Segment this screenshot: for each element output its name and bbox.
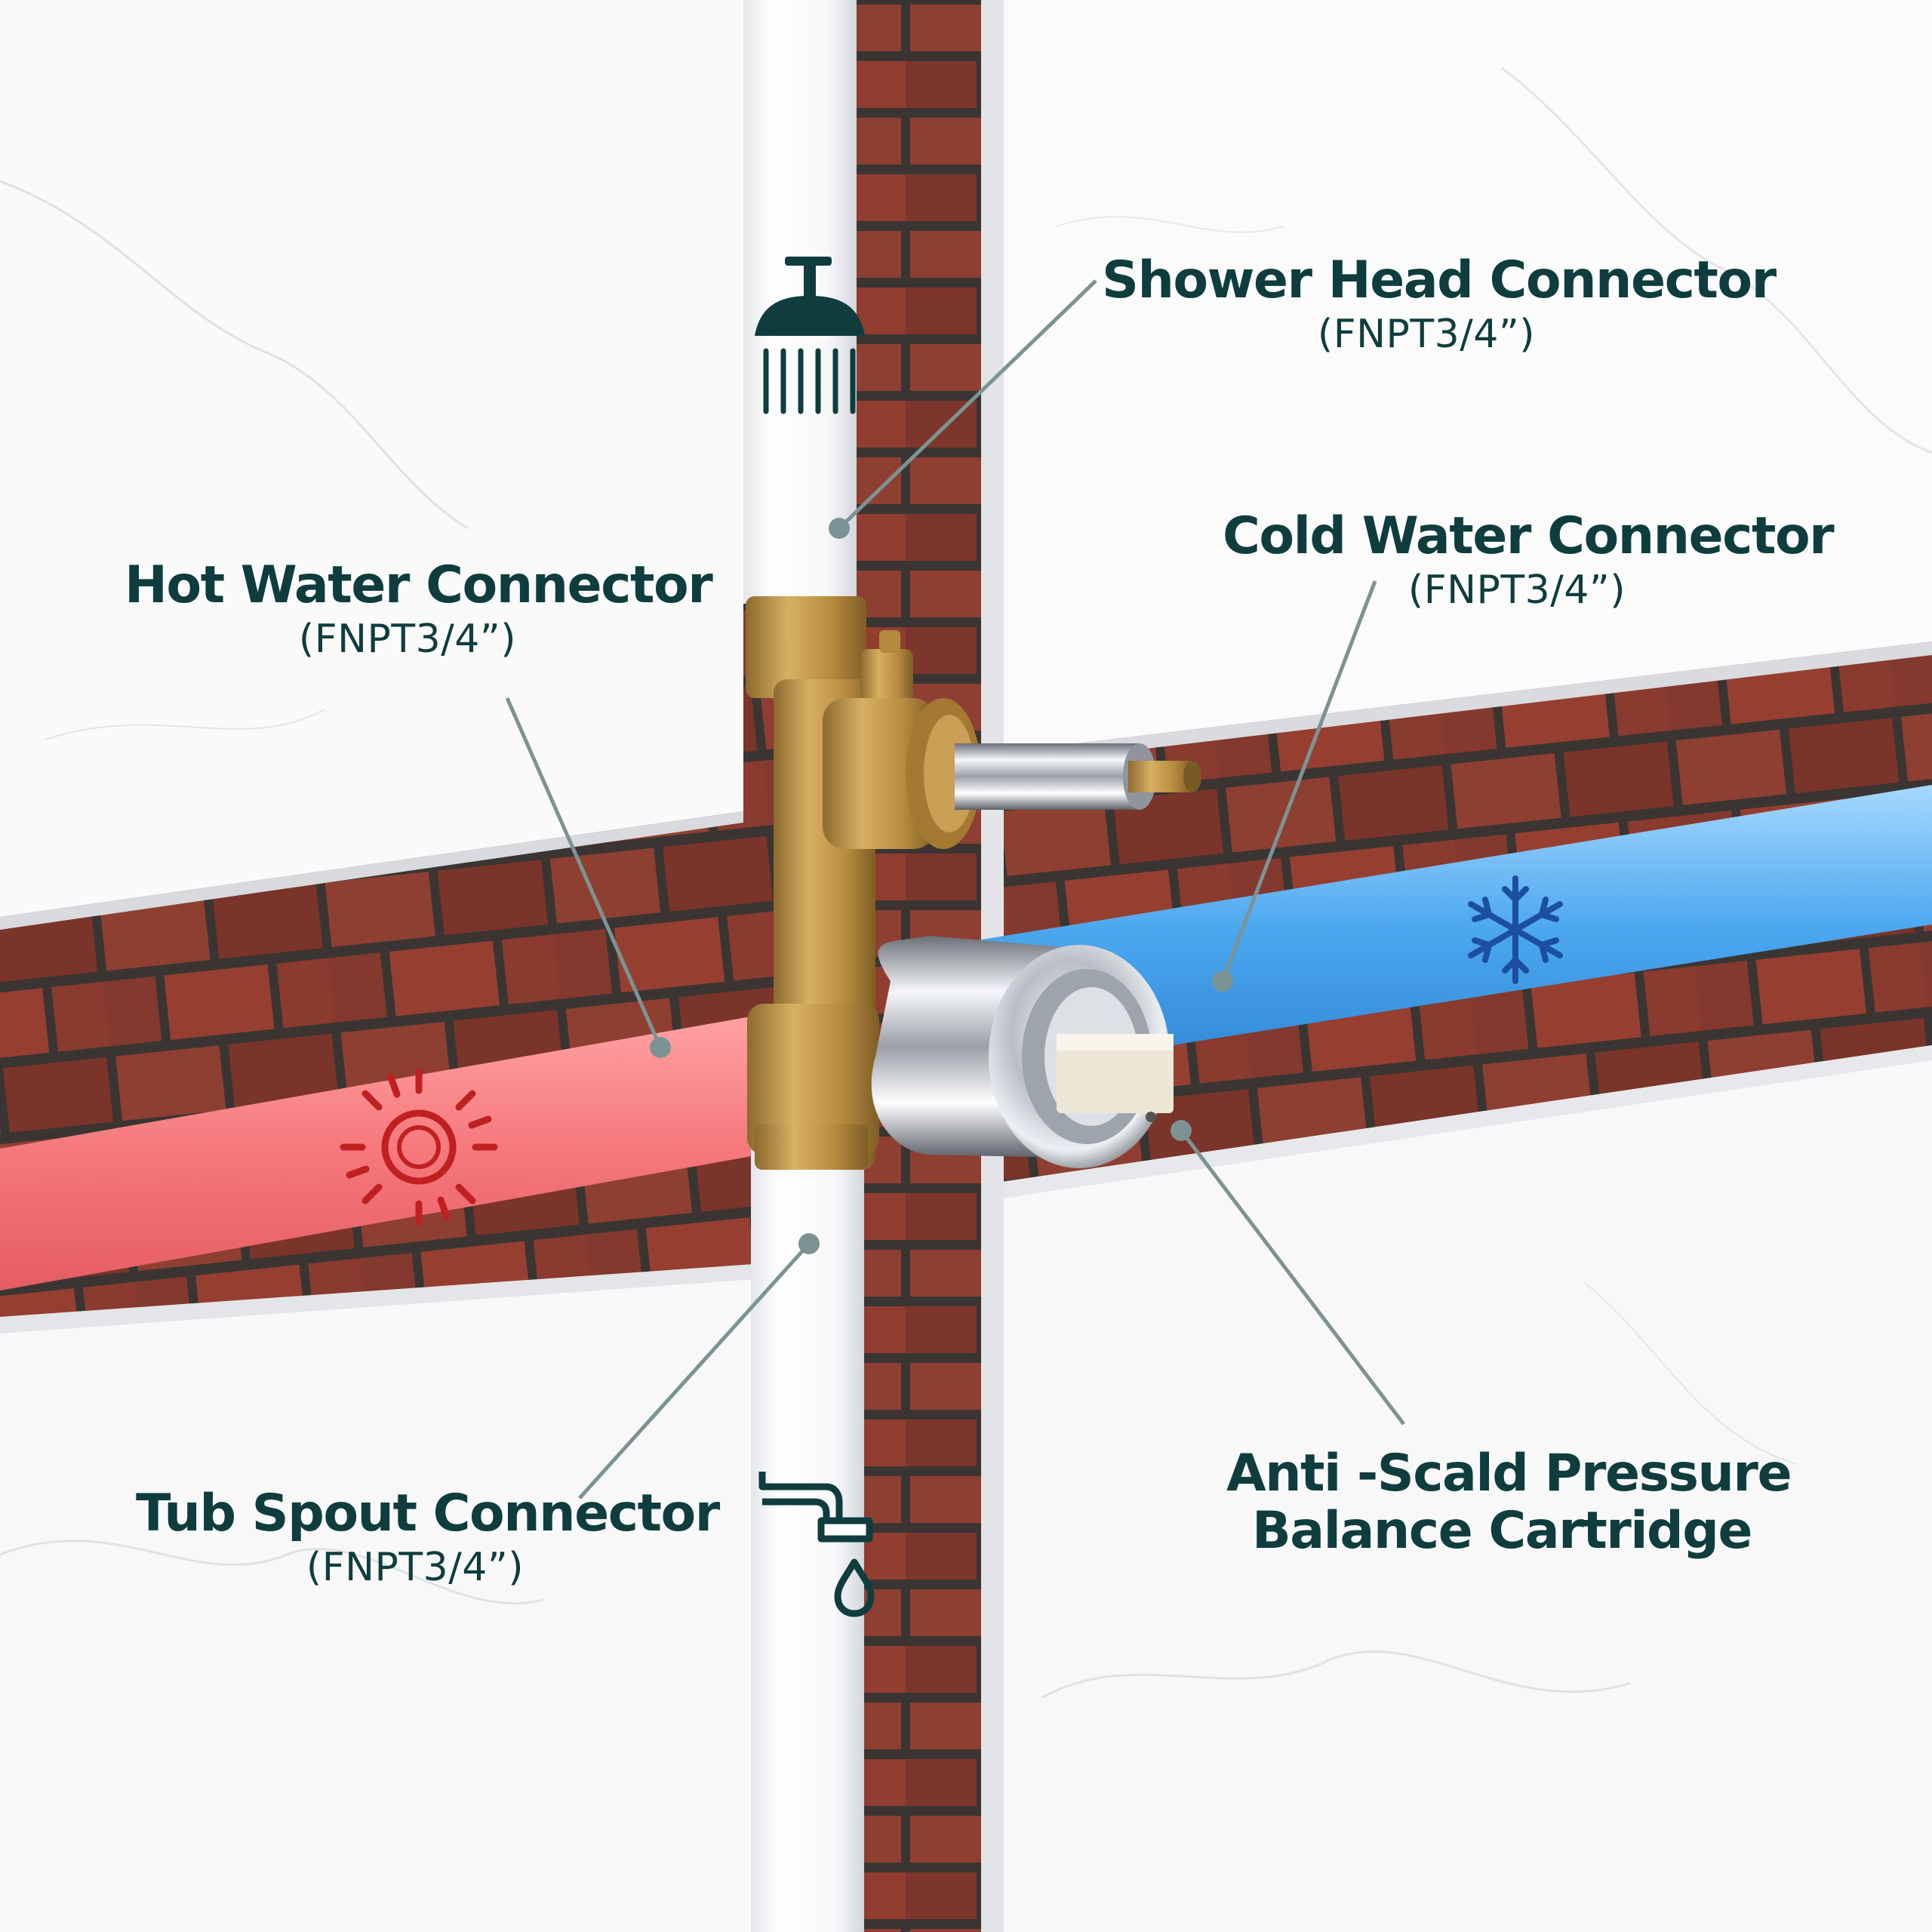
- label-shower-head: Shower Head Connector (FNPT3/4”): [1102, 251, 1777, 359]
- label-hot-water-title: Hot Water Connector: [125, 555, 713, 615]
- sun-icon: [340, 1068, 498, 1226]
- cold-water-pipe: [958, 785, 1932, 1079]
- leader-line-shower-head: [838, 279, 1097, 530]
- valve-stem: [955, 743, 1201, 810]
- label-hot-water: Hot Water Connector (FNPT3/4”): [125, 555, 713, 664]
- pressure-balance-cartridge: [871, 936, 1174, 1168]
- label-cold-water-spec: (FNPT3/4”): [1407, 568, 1626, 613]
- label-cartridge-line2: Balance Cartridge: [1251, 1501, 1753, 1561]
- label-tub-spout-title: Tub Spout Connector: [136, 1484, 720, 1543]
- label-cartridge-line1: Anti -Scald Pressure: [1226, 1444, 1792, 1503]
- label-shower-head-spec: (FNPT3/4”): [1317, 312, 1536, 357]
- label-shower-head-title: Shower Head Connector: [1102, 251, 1777, 310]
- shower-head-icon: [755, 257, 865, 414]
- label-cold-water: Cold Water Connector (FNPT3/4”): [1223, 506, 1835, 615]
- label-cartridge: Anti -Scald Pressure Balance Cartridge: [1226, 1444, 1792, 1561]
- leader-lines: [505, 279, 1405, 1500]
- leader-line-hot-water: [505, 697, 663, 1049]
- label-hot-water-spec: (FNPT3/4”): [298, 617, 517, 662]
- snowflake-icon: [1468, 875, 1563, 984]
- label-tub-spout: Tub Spout Connector (FNPT3/4”): [136, 1484, 720, 1592]
- label-tub-spout-spec: (FNPT3/4”): [306, 1545, 525, 1590]
- faucet-drop-icon: [758, 1472, 875, 1617]
- leader-line-tub-spout: [578, 1242, 811, 1500]
- label-cold-water-title: Cold Water Connector: [1223, 506, 1835, 566]
- leader-dots: [650, 518, 1233, 1254]
- brass-valve-body: [746, 596, 981, 1170]
- leader-line-cartridge: [1180, 1129, 1405, 1426]
- leader-line-cold-water: [1220, 580, 1377, 982]
